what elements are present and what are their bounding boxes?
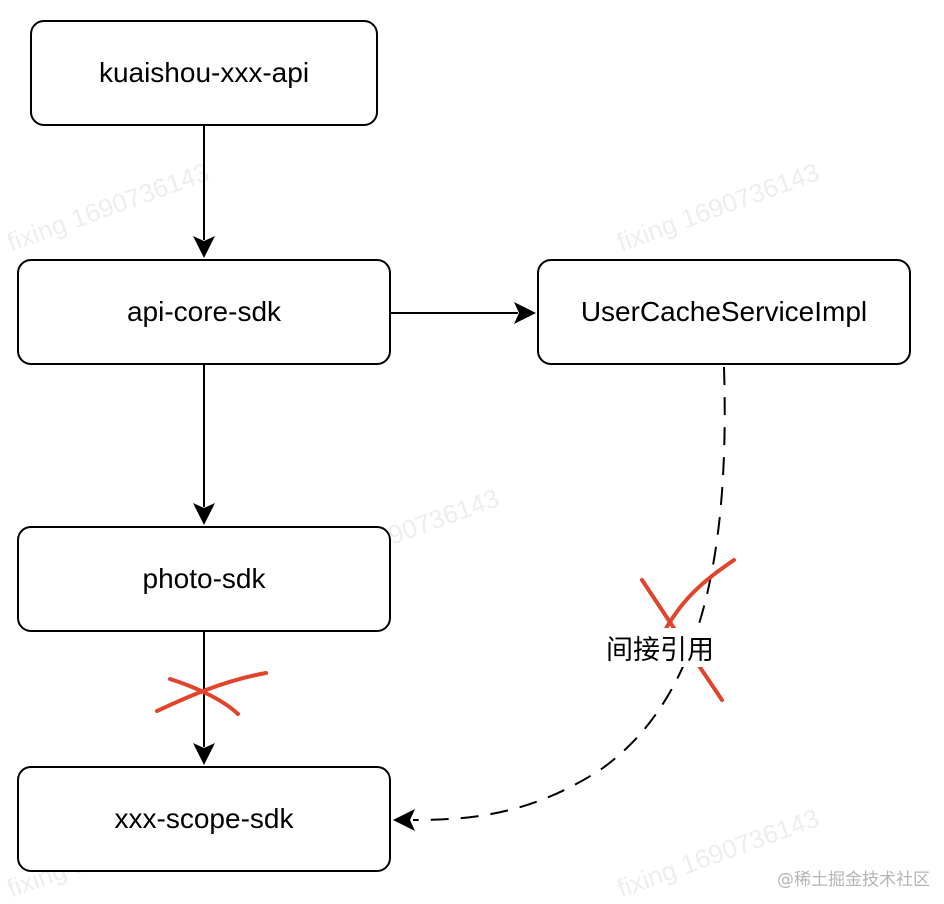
edge-photo-to-scope <box>193 632 215 765</box>
edge-core-to-cache <box>391 302 536 324</box>
node-label: photo-sdk <box>142 563 266 594</box>
node-label: api-core-sdk <box>126 296 282 327</box>
node-kuaishou-xxx-api: kuaishou-xxx-api <box>30 20 378 126</box>
node-photo-sdk: photo-sdk <box>17 526 391 632</box>
source-credit: @稀土掘金技术社区 <box>777 870 930 890</box>
node-label: UserCacheServiceImpl <box>580 296 868 327</box>
node-user-cache-service-impl: UserCacheServiceImpl <box>537 259 911 365</box>
edge-cache-to-scope-indirect <box>393 366 726 831</box>
edge-core-to-photo <box>193 365 215 525</box>
cross-mark-direct-dependency <box>155 671 268 716</box>
node-label: kuaishou-xxx-api <box>98 57 310 88</box>
edge-api-to-core <box>193 126 215 258</box>
node-xxx-scope-sdk: xxx-scope-sdk <box>17 766 391 872</box>
edge-label-indirect-reference: 间接引用 <box>604 628 716 667</box>
node-label: xxx-scope-sdk <box>114 803 294 834</box>
node-api-core-sdk: api-core-sdk <box>17 259 391 365</box>
